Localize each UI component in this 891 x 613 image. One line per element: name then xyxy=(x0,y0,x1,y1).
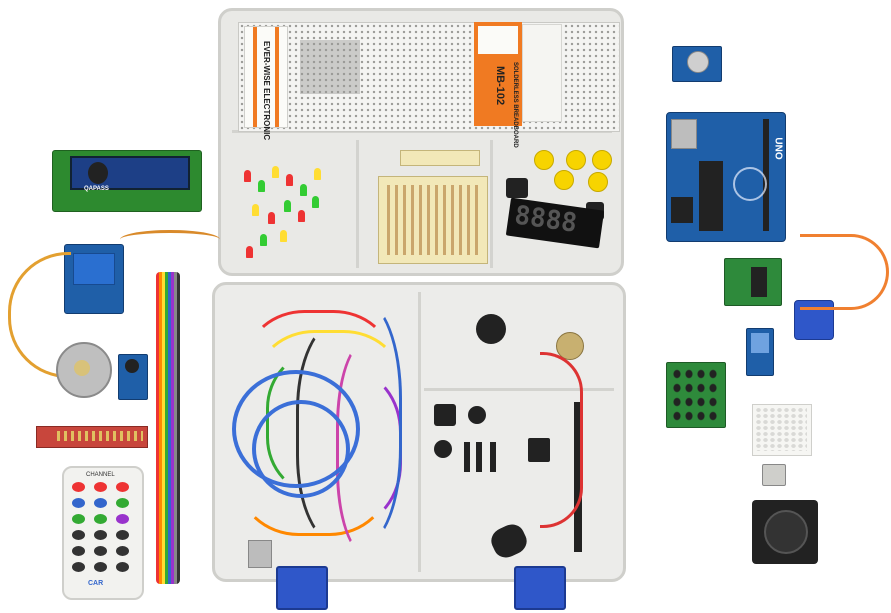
breadboard-label-right: MB-102 SOLDERLESS BREADBOARD xyxy=(474,22,522,148)
case-latch xyxy=(276,566,328,610)
potentiometer xyxy=(476,314,506,344)
tilt-switch xyxy=(762,464,786,486)
lcd-potentiometer xyxy=(88,162,108,184)
breadboard-label-left: EVER-WISE ELECTRONIC xyxy=(244,26,288,140)
arduino-board: UNO xyxy=(666,112,786,242)
relay-module xyxy=(64,244,124,314)
breadboard-subtitle-text: SOLDERLESS BREADBOARD xyxy=(512,62,518,148)
rgb-module xyxy=(528,438,550,462)
wire xyxy=(120,230,220,249)
case-divider xyxy=(418,292,421,572)
usb-connector xyxy=(248,540,272,568)
breadboard xyxy=(238,22,620,132)
breadboard-end-cap xyxy=(522,24,562,122)
joystick-module xyxy=(752,500,818,564)
sound-sensor xyxy=(118,354,148,400)
button-cap xyxy=(588,172,608,192)
ribbon-cable xyxy=(156,272,180,584)
button-cap xyxy=(592,150,612,170)
led-pile xyxy=(240,160,340,260)
breadboard-window xyxy=(300,40,360,94)
stepper-driver xyxy=(724,258,782,306)
led-matrix xyxy=(752,404,812,456)
pin-header xyxy=(490,442,496,472)
buzzer xyxy=(434,440,452,458)
remote-brand-text: CAR xyxy=(88,580,104,587)
wire xyxy=(540,352,583,528)
keypad-module xyxy=(666,362,726,428)
pin-header xyxy=(464,442,470,472)
rtc-module xyxy=(672,46,722,82)
button-cap xyxy=(534,150,554,170)
remote-channel-text: CHANNEL xyxy=(86,472,115,478)
stepper-motor xyxy=(56,342,112,398)
usb-cable xyxy=(252,400,350,498)
case-divider xyxy=(356,140,359,268)
case-divider xyxy=(490,140,493,268)
dht-sensor xyxy=(746,328,774,376)
buzzer xyxy=(468,406,486,424)
case-divider xyxy=(424,388,614,391)
water-sensor xyxy=(36,426,148,448)
pin-header xyxy=(476,442,482,472)
arduino-model-text: UNO xyxy=(772,137,784,160)
tactile-switch xyxy=(434,404,456,426)
resistor-label xyxy=(400,150,480,166)
pin-header-long xyxy=(574,402,582,552)
ir-remote: CHANNEL CAR xyxy=(62,466,144,600)
lcd-brand-text: QAPASS xyxy=(84,186,109,192)
case-latch xyxy=(514,566,566,610)
breadboard-brand-text: EVER-WISE ELECTRONIC xyxy=(262,41,271,141)
wire xyxy=(800,234,889,310)
button-cap xyxy=(554,170,574,190)
breadboard-model-text: MB-102 xyxy=(494,66,506,106)
tactile-switch xyxy=(506,178,528,198)
resistor-strip xyxy=(378,176,488,264)
button-cap xyxy=(566,150,586,170)
